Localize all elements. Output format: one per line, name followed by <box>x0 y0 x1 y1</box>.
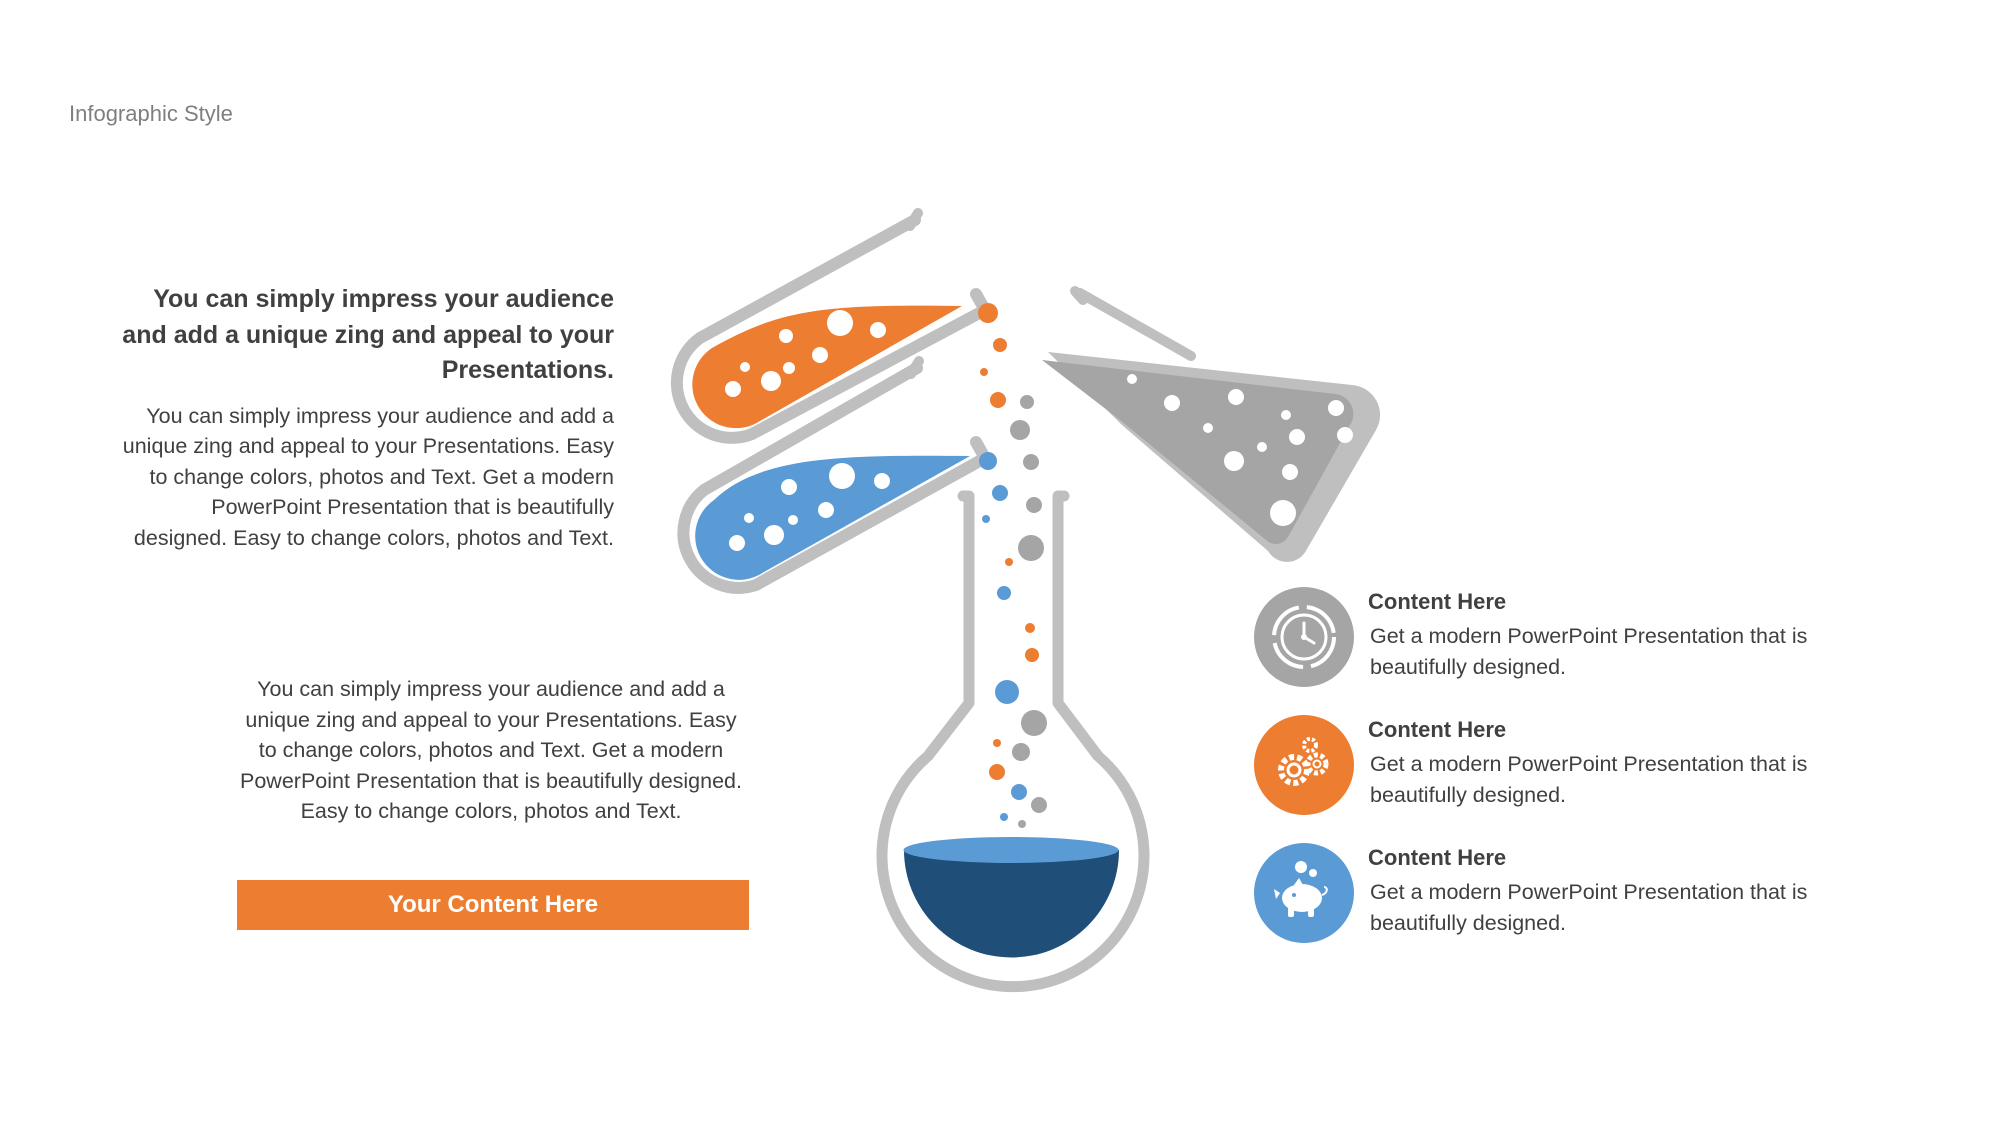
feature-title: Content Here <box>1368 589 1507 614</box>
blue-test-tube <box>677 356 991 594</box>
lower-paragraph: You can simply impress your audience and… <box>240 677 742 823</box>
gears-icon <box>1254 715 1354 815</box>
orange-test-tube <box>670 208 991 444</box>
feature-description: Get a modern PowerPoint Presentation tha… <box>1370 880 1808 935</box>
feature-item-2: Content Here Get a modern PowerPoint Pre… <box>1254 715 1874 825</box>
left-heading: You can simply impress your audience and… <box>122 285 614 384</box>
feature-description: Get a modern PowerPoint Presentation tha… <box>1370 752 1808 807</box>
feature-item-1: Content Here Get a modern PowerPoint Pre… <box>1254 587 1874 697</box>
left-text-block: You can simply impress your audience and… <box>120 282 614 553</box>
feature-item-3: Content Here Get a modern PowerPoint Pre… <box>1254 843 1874 953</box>
left-paragraph: You can simply impress your audience and… <box>122 403 614 550</box>
your-content-button[interactable]: Your Content Here <box>237 880 749 930</box>
piggy-bank-icon <box>1254 843 1354 943</box>
clock-icon <box>1254 587 1354 687</box>
feature-description: Get a modern PowerPoint Presentation tha… <box>1370 624 1808 679</box>
gray-flask <box>1042 286 1381 562</box>
feature-title: Content Here <box>1368 717 1507 742</box>
bubble-stream <box>978 303 1047 828</box>
slide-title: Infographic Style <box>69 101 233 126</box>
round-bottom-flask <box>876 490 1150 993</box>
feature-title: Content Here <box>1368 845 1507 870</box>
